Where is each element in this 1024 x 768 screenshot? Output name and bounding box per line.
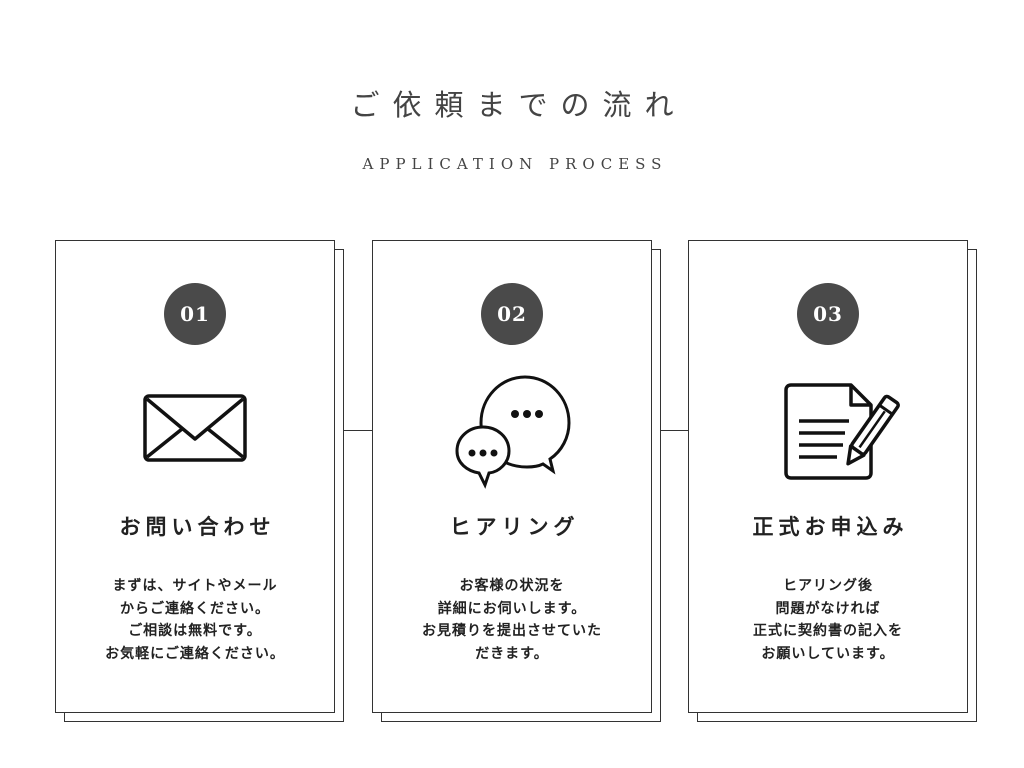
page-title: ご依頼までの流れ <box>350 88 687 122</box>
step-card-1: 01 お問い合わせ まずは、サイトやメール からご連絡ください。 ご相談は無料で… <box>55 240 344 722</box>
card-body: 01 お問い合わせ まずは、サイトやメール からご連絡ください。 ご相談は無料で… <box>55 240 335 713</box>
step-connector <box>336 430 372 431</box>
step-number-badge: 03 <box>797 283 859 345</box>
description-line: ご相談は無料です。 <box>128 623 262 639</box>
step-description: まずは、サイトやメール からご連絡ください。 ご相談は無料です。 お気軽にご連絡… <box>56 575 334 665</box>
description-line: 正式に契約書の記入を <box>753 623 903 639</box>
description-line: お見積りを提出させていた <box>422 623 602 639</box>
step-description: お客様の状況を 詳細にお伺いします。 お見積りを提出させていた だきます。 <box>373 575 651 665</box>
description-line: からご連絡ください。 <box>120 600 270 617</box>
card-body: 03 正式お申込み ヒアリング後 問題がなければ 正式に契約書の記入を お願いし… <box>688 240 968 713</box>
description-line: お気軽にご連絡ください。 <box>105 645 285 662</box>
description-line: お願いしています。 <box>761 645 895 662</box>
description-line: 詳細にお伺いします。 <box>437 600 587 617</box>
description-line: 問題がなければ <box>775 600 881 617</box>
step-number-badge: 01 <box>164 283 226 345</box>
step-number-badge: 02 <box>481 283 543 345</box>
step-title: お問い合わせ <box>119 515 276 539</box>
description-line: お客様の状況を <box>459 578 565 594</box>
description-line: ヒアリング後 <box>783 578 873 594</box>
step-title: ヒアリング <box>449 515 580 539</box>
envelope-icon <box>143 394 247 462</box>
step-card-3: 03 正式お申込み ヒアリング後 問題がなければ 正式に契約書の記入を お願いし… <box>688 240 977 722</box>
document-pen-icon <box>784 383 900 480</box>
step-title: 正式お申込み <box>752 515 909 539</box>
description-line: だきます。 <box>475 645 549 662</box>
page-subtitle: APPLICATION PROCESS <box>362 155 668 173</box>
step-connector <box>652 430 688 431</box>
step-description: ヒアリング後 問題がなければ 正式に契約書の記入を お願いしています。 <box>689 575 967 665</box>
description-line: まずは、サイトやメール <box>112 578 278 594</box>
step-card-2: 02 ヒアリング お客様の状況を 詳細にお伺いします。 お見積りを提出させていた… <box>372 240 661 722</box>
card-body: 02 ヒアリング お客様の状況を 詳細にお伺いします。 お見積りを提出させていた… <box>372 240 652 713</box>
chat-bubbles-icon <box>455 375 571 489</box>
